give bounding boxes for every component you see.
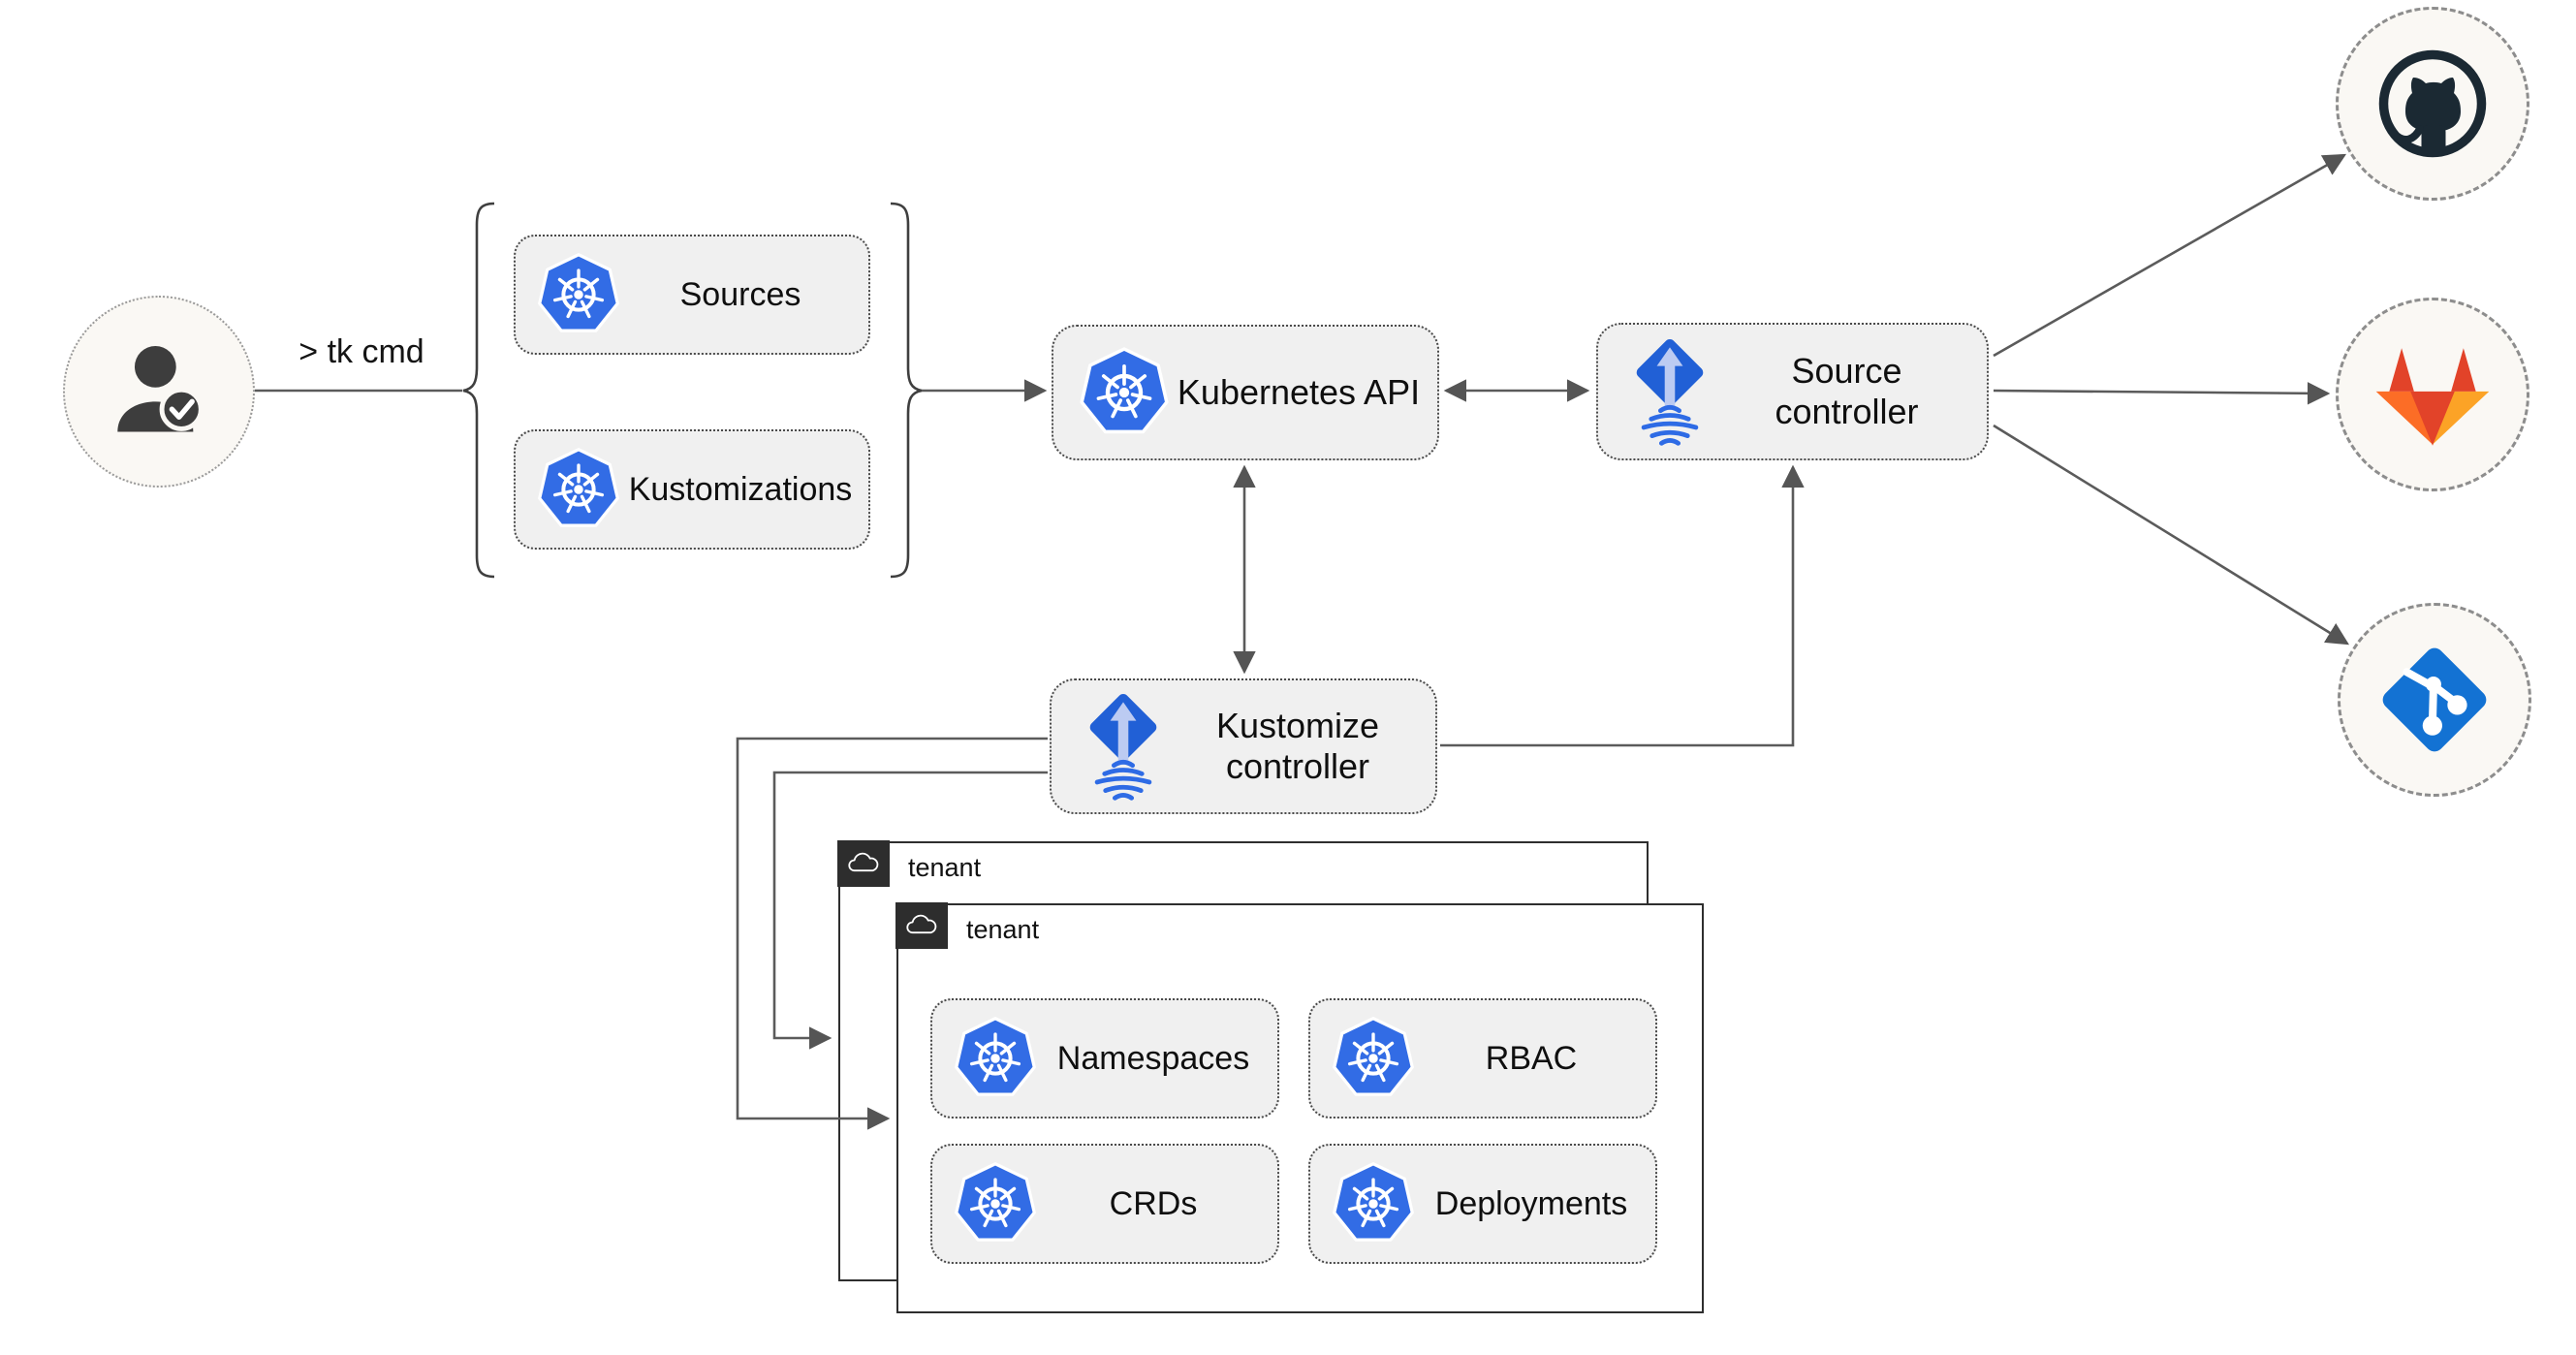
rbac-chip: RBAC [1308,998,1657,1119]
source-controller-node: Source controller [1596,323,1989,460]
deployments-chip: Deployments [1308,1144,1657,1264]
kubernetes-icon [1330,1015,1417,1102]
namespaces-chip: Namespaces [930,998,1279,1119]
flux-icon [1621,333,1718,451]
cloud-icon [895,902,949,950]
deployments-label: Deployments [1434,1184,1628,1222]
crds-label: CRDs [1109,1184,1198,1222]
crd-group-right-brace [890,202,923,579]
source-controller-label: Source controller [1775,351,1919,431]
gitlab-icon [2371,340,2495,450]
kubernetes-icon [1077,345,1172,440]
git-repo-circle [2338,603,2531,797]
kubernetes-icon [1330,1160,1417,1247]
github-icon [2374,46,2491,162]
kubernetes-api-label: Kubernetes API [1177,372,1421,413]
kubernetes-icon [952,1160,1039,1247]
tenant-front-label: tenant [966,915,1040,944]
arrow-source-controller-to-github [1993,153,2347,358]
kustomize-controller-node: Kustomize controller [1050,678,1437,814]
kubernetes-icon [535,251,622,338]
arrow-source-controller-to-gitlab [1993,382,2331,405]
kubernetes-api-node: Kubernetes API [1052,325,1439,460]
crd-group-left-brace [462,202,495,579]
rbac-label: RBAC [1485,1039,1578,1077]
kustomizations-label: Kustomizations [628,470,853,508]
user-actor [63,296,255,488]
user-check-icon [100,332,218,451]
sources-label: Sources [679,275,801,313]
kubernetes-icon [952,1015,1039,1102]
sources-chip: Sources [514,235,870,355]
flux-icon [1075,688,1172,805]
arrow-kustomize-to-source-controller [1440,464,1805,747]
github-repo-circle [2336,7,2529,201]
gitlab-repo-circle [2336,298,2529,491]
kustomizations-chip: Kustomizations [514,429,870,550]
tk-cmd-label: > tk cmd [298,333,424,370]
git-icon [2372,638,2497,762]
kubernetes-icon [535,446,622,533]
tenant-back-label: tenant [908,853,982,882]
kustomize-controller-label: Kustomize controller [1215,706,1380,786]
cloud-icon [837,840,891,888]
arrow-source-controller-to-git [1993,424,2349,646]
crds-chip: CRDs [930,1144,1279,1264]
namespaces-label: Namespaces [1056,1039,1250,1077]
